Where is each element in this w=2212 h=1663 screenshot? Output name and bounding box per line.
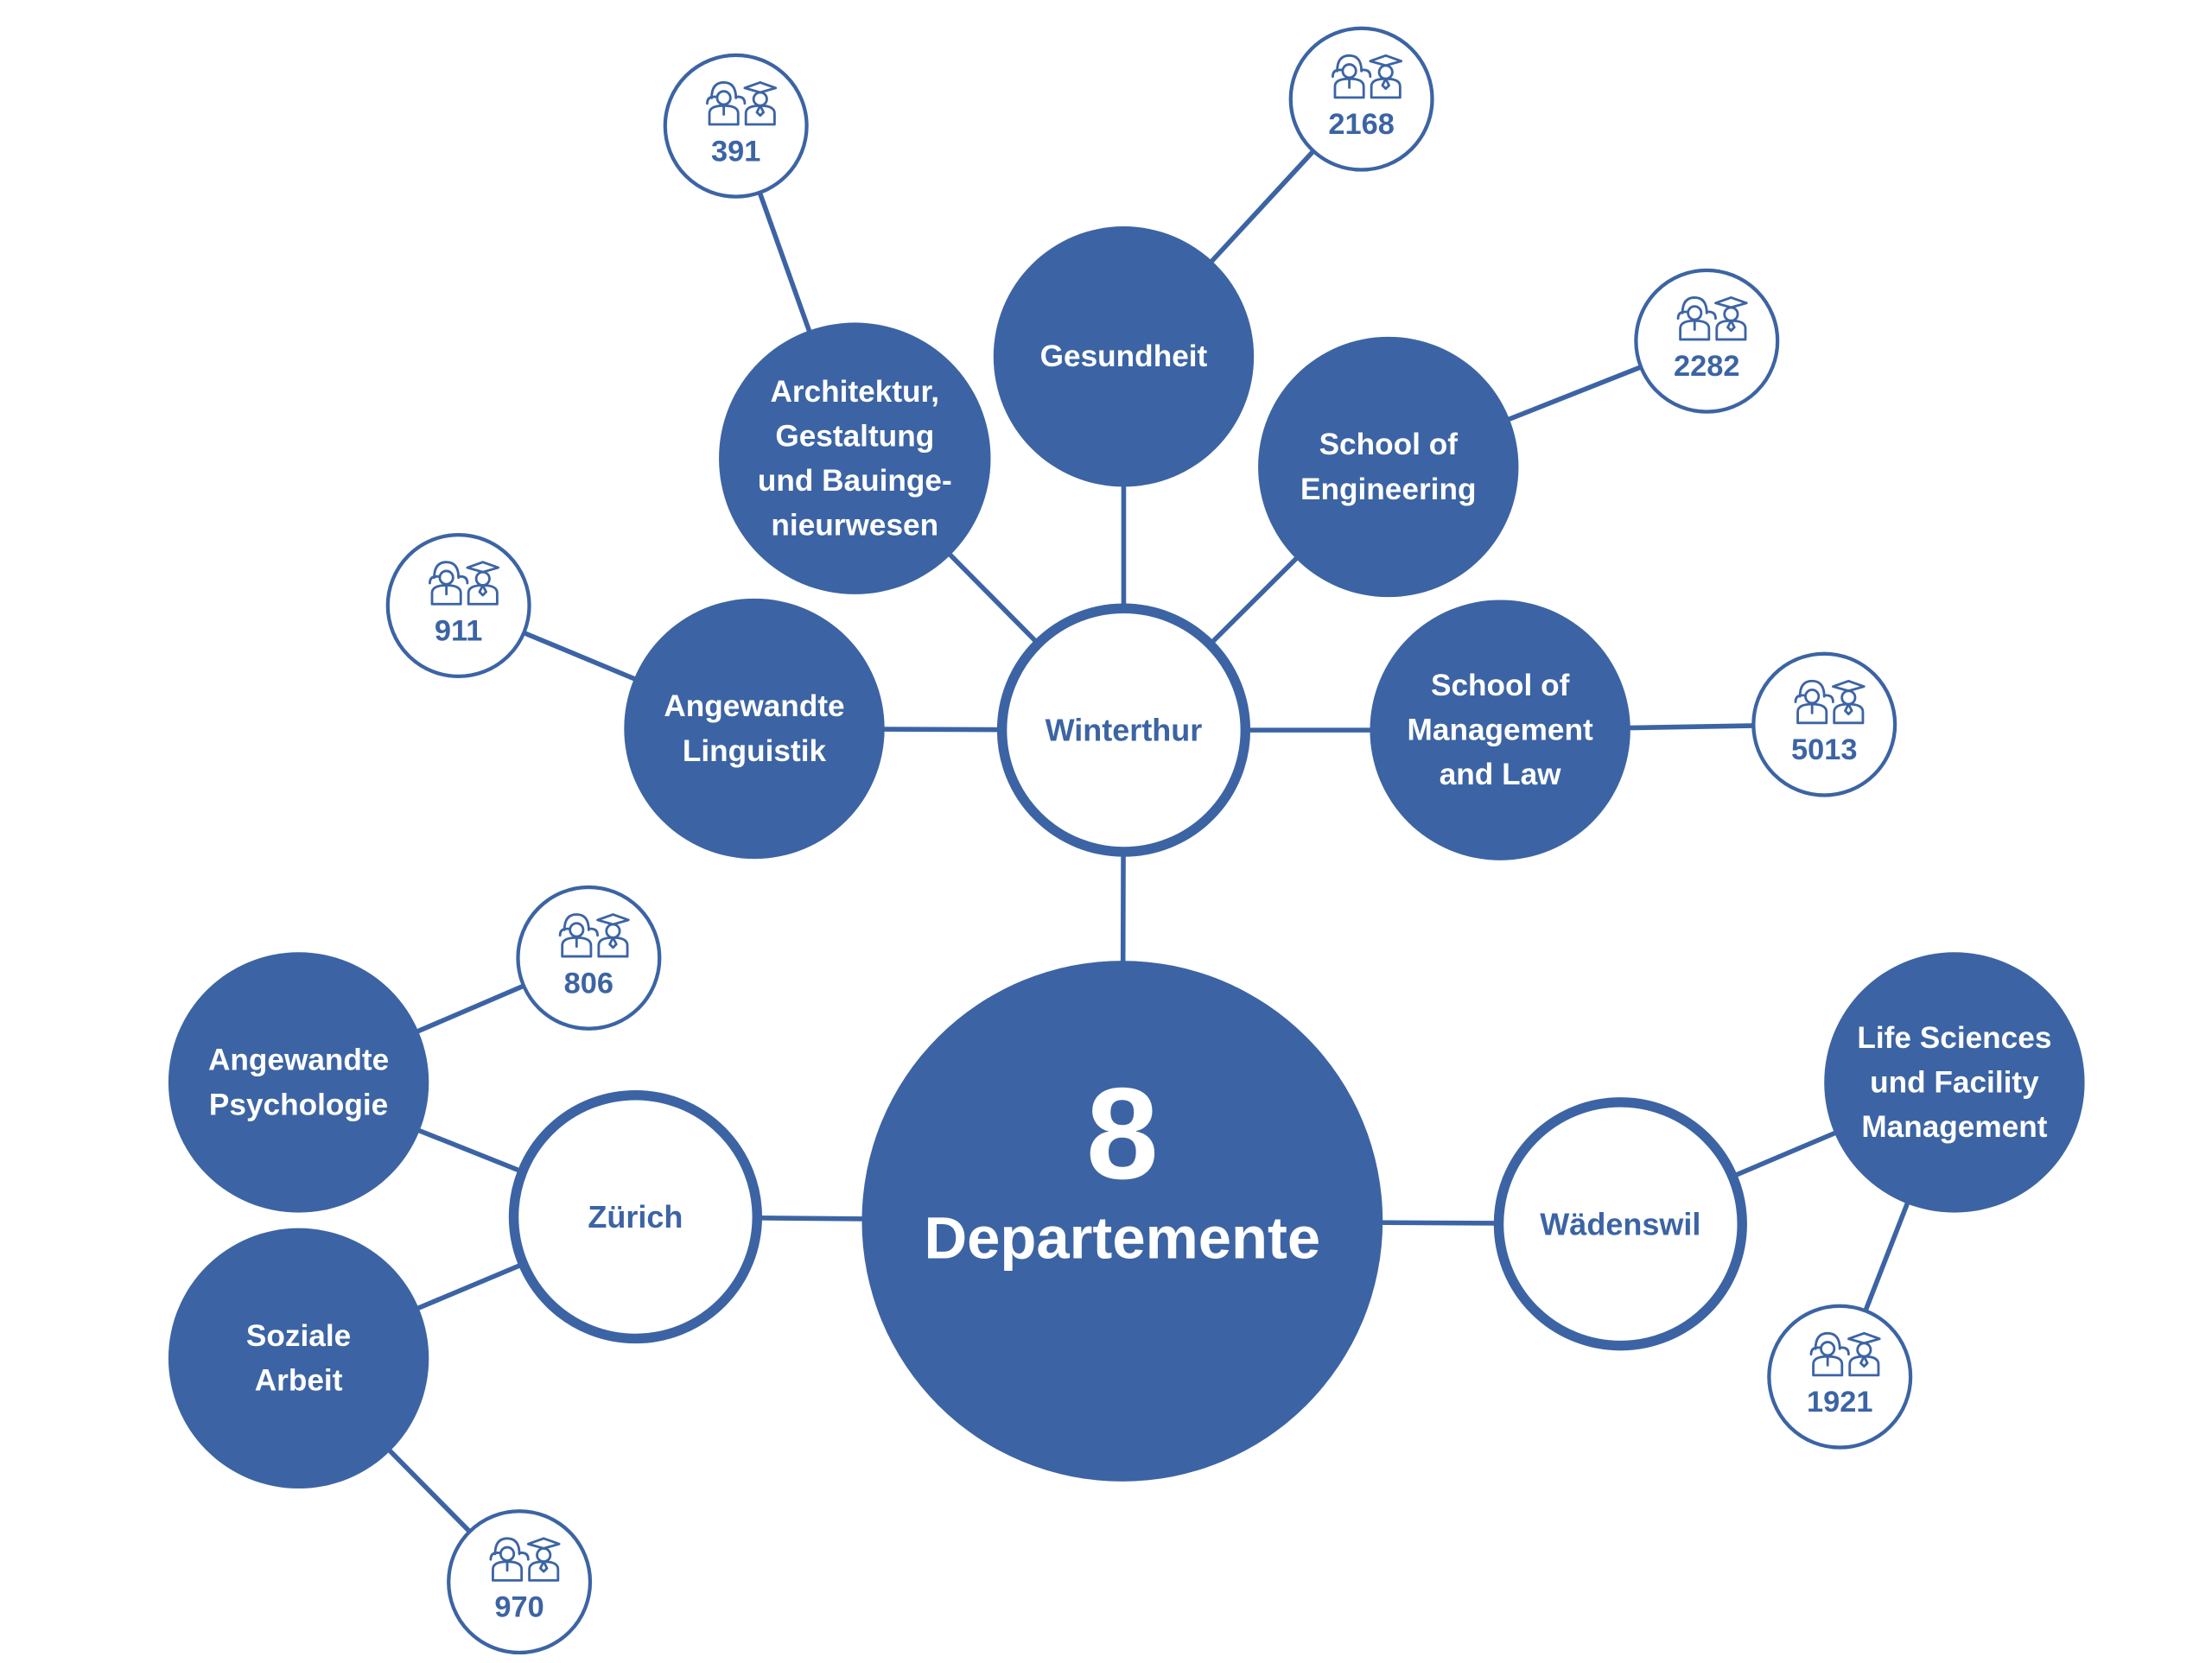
- student-count-badge-lifesciences: 1921: [1767, 1304, 1913, 1450]
- student-count-circle-linguistik: [385, 532, 531, 679]
- department-label-lifesciences-line-3: Management: [1861, 1110, 2047, 1144]
- center-circle: [861, 961, 1383, 1482]
- department-circle-lifesciences: [1824, 952, 2085, 1213]
- student-count-circle-gesundheit: [1288, 26, 1434, 172]
- department-label-soziale-line-2: Arbeit: [255, 1364, 343, 1398]
- department-circle-management: [1370, 600, 1630, 860]
- student-count-engineering: 2282: [1674, 350, 1739, 383]
- department-label-management-line-2: Management: [1408, 714, 1593, 747]
- department-circle-soziale: [168, 1228, 429, 1489]
- department-label-engineering-line-2: Engineering: [1300, 473, 1476, 506]
- department-label-soziale-line-1: Soziale: [246, 1319, 351, 1353]
- location-label-zurich: Zürich: [588, 1199, 683, 1235]
- student-count-gesundheit: 2168: [1328, 108, 1394, 141]
- department-label-linguistik-line-1: Angewandte: [664, 689, 844, 723]
- location-circle-winterthur: [996, 603, 1251, 857]
- department-label-lifesciences-line-2: und Facility: [1870, 1065, 2039, 1099]
- location-label-wadenswil: Wädenswil: [1540, 1206, 1700, 1241]
- location-node-wadenswil: Wädenswil: [1493, 1097, 1747, 1351]
- student-count-badge-gesundheit: 2168: [1288, 26, 1434, 172]
- department-node-gesundheit: Gesundheit: [993, 226, 1255, 487]
- student-count-linguistik: 911: [435, 614, 482, 647]
- student-count-badge-linguistik: 911: [385, 532, 531, 679]
- student-count-circle-management: [1751, 651, 1897, 797]
- student-count-badge-psychologie: 806: [516, 885, 662, 1031]
- department-circle-gesundheit: [993, 226, 1255, 487]
- student-count-management: 5013: [1791, 733, 1857, 766]
- department-label-architektur-line-1: Architektur,: [770, 375, 939, 409]
- student-count-lifesciences: 1921: [1807, 1386, 1872, 1419]
- department-label-gesundheit-line-1: Gesundheit: [1040, 340, 1208, 373]
- department-count: 8: [1086, 1061, 1159, 1206]
- location-node-zurich: Zürich: [508, 1089, 762, 1344]
- department-circle-linguistik: [624, 598, 885, 860]
- location-node-winterthur: Winterthur: [996, 603, 1251, 857]
- department-label-architektur-line-4: nieurwesen: [771, 509, 938, 543]
- location-circle-wadenswil: [1493, 1097, 1747, 1351]
- department-circle-architektur: [719, 322, 991, 594]
- department-label-lifesciences-line-1: Life Sciences: [1857, 1021, 2051, 1055]
- department-node-management: School of Management and Law: [1370, 600, 1630, 860]
- department-label-engineering-line-1: School of: [1319, 428, 1459, 461]
- student-count-circle-psychologie: [516, 885, 662, 1031]
- location-label-winterthur: Winterthur: [1046, 713, 1203, 748]
- student-count-badge-soziale: 970: [447, 1509, 593, 1655]
- department-label-linguistik-line-2: Linguistik: [683, 734, 827, 768]
- student-count-circle-engineering: [1634, 268, 1780, 414]
- department-label-management-line-3: and Law: [1440, 758, 1561, 791]
- department-label-architektur-line-3: und Bauinge-: [758, 464, 952, 498]
- student-count-badge-architektur: 391: [663, 53, 809, 199]
- student-count-architektur: 391: [711, 135, 760, 168]
- student-count-badge-management: 5013: [1751, 651, 1897, 797]
- student-count-circle-architektur: [663, 53, 809, 199]
- department-count-label: Departemente: [924, 1205, 1320, 1272]
- student-count-psychologie: 806: [564, 967, 613, 1000]
- department-node-architektur: Architektur, Gestaltung und Bauinge-nieurw…: [719, 322, 991, 594]
- department-label-management-line-1: School of: [1431, 669, 1570, 702]
- department-label-psychologie-line-1: Angewandte: [208, 1044, 389, 1077]
- department-circle-engineering: [1258, 336, 1519, 598]
- student-count-soziale: 970: [494, 1591, 543, 1624]
- department-label-architektur-line-2: Gestaltung: [775, 419, 934, 453]
- student-count-circle-lifesciences: [1767, 1304, 1913, 1450]
- department-label-psychologie-line-2: Psychologie: [209, 1088, 388, 1121]
- location-circle-zurich: [508, 1089, 762, 1344]
- student-count-circle-soziale: [447, 1509, 593, 1655]
- student-count-badge-engineering: 2282: [1634, 268, 1780, 414]
- department-node-engineering: School of Engineering: [1258, 336, 1519, 598]
- department-circle-psychologie: [168, 952, 429, 1213]
